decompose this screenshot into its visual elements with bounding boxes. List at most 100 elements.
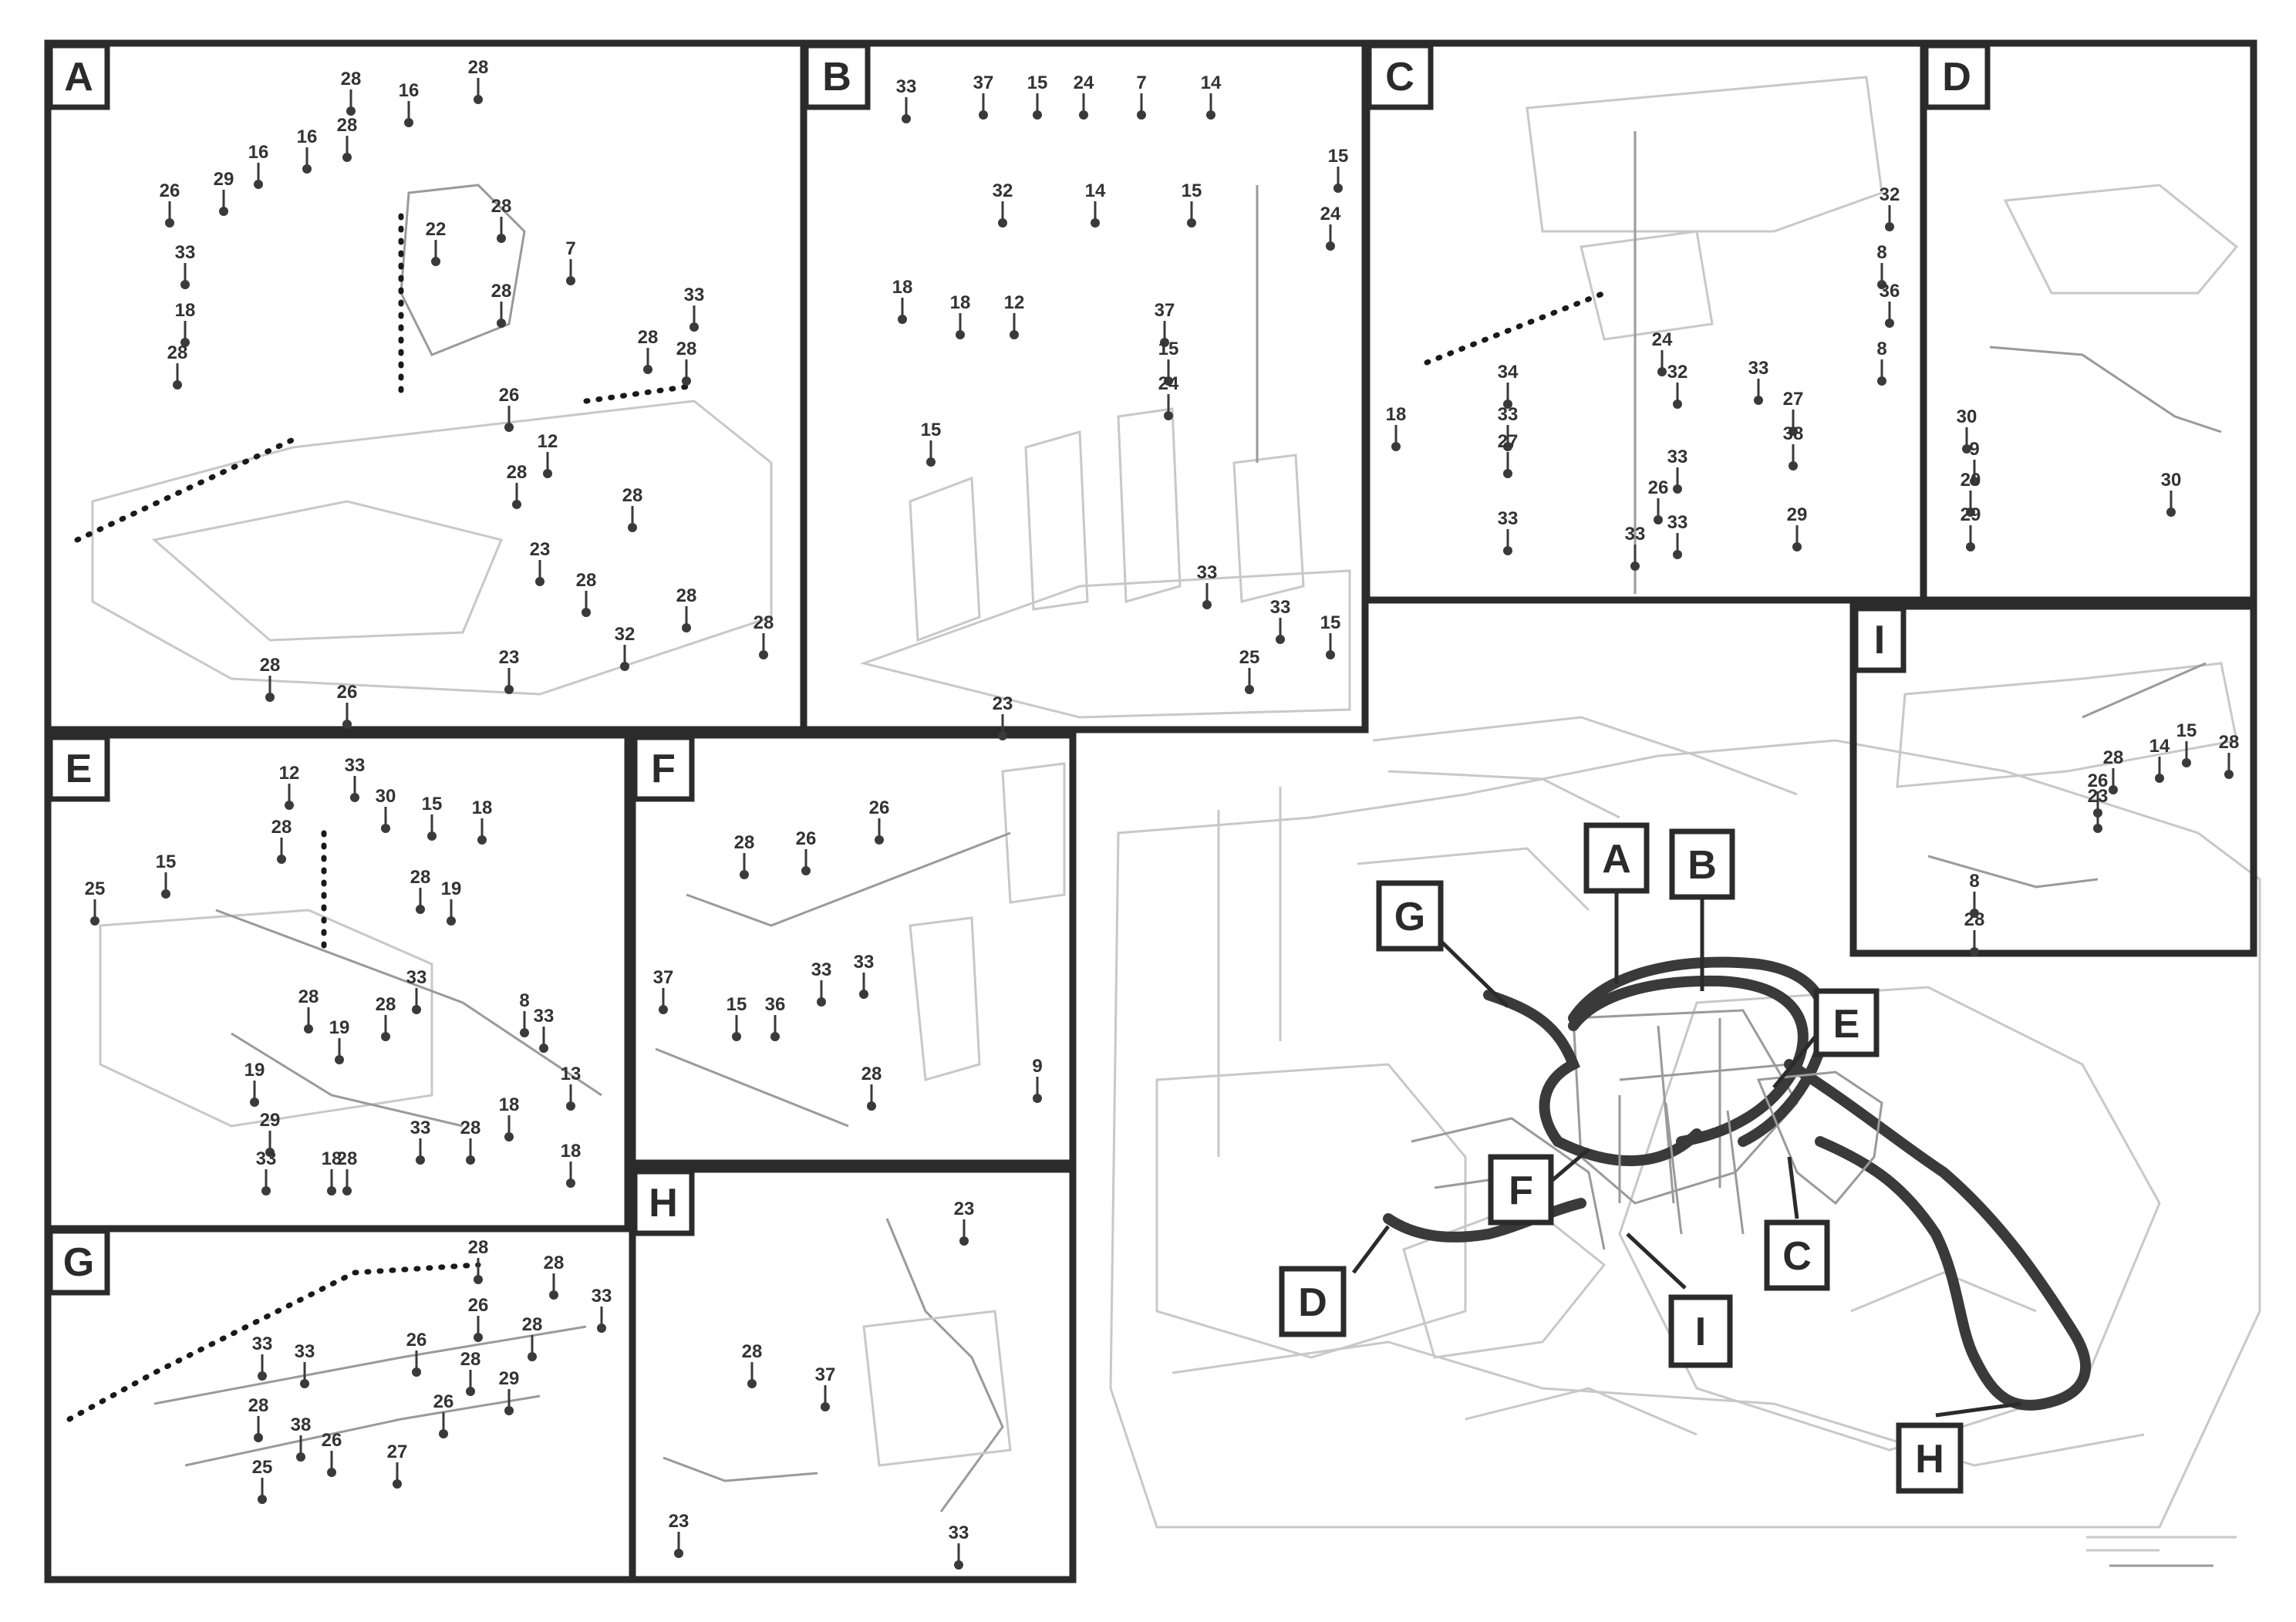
fitting-node [926,457,936,467]
fitting-node [1970,947,1979,956]
fitting-node [1503,469,1512,478]
fitting-node [520,1028,529,1037]
part-callout: 15 [727,994,747,1015]
fitting-node [1164,376,1173,386]
part-callout: 27 [1783,389,1804,410]
fitting-node [497,319,506,328]
svg-text:F: F [651,747,676,791]
fitting-node [959,1236,969,1246]
fitting-node [2224,770,2234,779]
part-callout: 26 [2088,771,2109,791]
fitting-node [404,118,413,127]
part-callout: 29 [214,169,234,190]
part-callout: 18 [1386,404,1407,425]
fitting-node [1654,515,1663,524]
part-callout: 32 [1667,362,1688,383]
fitting-node [1503,442,1512,451]
fitting-node [682,623,691,632]
fitting-node [1792,542,1802,551]
part-callout: 28 [734,832,755,853]
part-callout: 36 [765,994,786,1015]
fitting-node [566,276,575,285]
part-callout: 24 [1158,373,1179,394]
part-callout: 26 [406,1330,427,1351]
part-callout: 15 [2176,720,2197,741]
fitting-node [1885,319,1894,328]
part-callout: 28 [742,1341,763,1362]
fitting-node [327,1186,336,1195]
fitting-node [300,1379,309,1388]
part-callout: 30 [2161,470,2182,491]
part-callout: 32 [993,180,1013,201]
fitting-node [1966,508,1975,517]
part-callout: 15 [1320,612,1341,633]
part-callout: 19 [329,1017,350,1038]
part-callout: 7 [565,238,575,259]
fitting-node [1877,280,1886,289]
part-callout: 26 [869,798,890,818]
fitting-node [998,731,1007,740]
fitting-node [1137,110,1146,120]
part-callout: 28 [861,1064,882,1084]
part-callout: 26 [499,385,520,406]
part-callout: 23 [954,1199,975,1219]
part-callout: 26 [796,828,817,849]
part-callout: 13 [561,1064,582,1084]
fitting-node [1673,400,1682,409]
fitting-node [466,1387,475,1396]
part-callout: 24 [1652,329,1673,350]
fitting-node [161,889,170,899]
part-callout: 28 [676,339,697,359]
fitting-node [265,1148,275,1157]
svg-text:E: E [1833,1002,1860,1047]
part-callout: 18 [561,1141,582,1162]
overview-leaders [1352,891,2021,1418]
fitting-node [304,1024,313,1034]
fitting-node [539,1044,548,1053]
fitting-node [285,801,294,810]
part-callout: 28 [522,1314,543,1335]
part-callout: 15 [1328,146,1349,167]
fitting-node [1326,241,1335,251]
fitting-node [342,1186,352,1195]
part-callout: 30 [376,786,396,807]
part-callout: 28 [248,1395,269,1416]
fitting-node [431,257,440,266]
part-callout: 33 [854,952,875,973]
fitting-node [801,866,811,875]
fitting-node [350,793,359,802]
svg-text:B: B [1687,843,1717,888]
part-callout: 29 [260,1110,281,1131]
part-callout: 28 [622,485,643,506]
part-callout: 16 [399,80,420,101]
part-callout: 32 [1880,184,1900,205]
fitting-node [416,1155,425,1165]
panel-f: F [629,731,1077,1167]
svg-text:H: H [649,1181,678,1226]
fitting-node [2166,508,2176,517]
fitting-node [535,577,544,586]
part-callout: 29 [499,1368,520,1389]
panel-c: C [1363,39,1927,604]
overview-label-F: F [1488,1154,1554,1226]
fitting-node [2109,785,2118,794]
part-callout: 37 [815,1364,836,1385]
fitting-node [466,1155,475,1165]
part-callout: 28 [337,1148,358,1169]
fitting-node [1091,218,1100,228]
fitting-node [859,990,868,999]
fitting-node [180,280,190,289]
part-callout: 15 [1182,180,1202,201]
fitting-node [597,1324,606,1333]
fitting-node [1033,110,1042,120]
overview-label-G: G [1376,880,1444,952]
part-callout: 25 [1239,647,1260,668]
fitting-node [1970,909,1979,918]
fitting-node [439,1429,448,1438]
part-callout: 33 [345,755,366,776]
svg-text:I: I [1874,618,1885,663]
svg-text:G: G [1394,895,1425,939]
fitting-node [504,685,514,694]
part-callout: 33 [1498,404,1519,425]
fitting-node [1333,184,1343,193]
